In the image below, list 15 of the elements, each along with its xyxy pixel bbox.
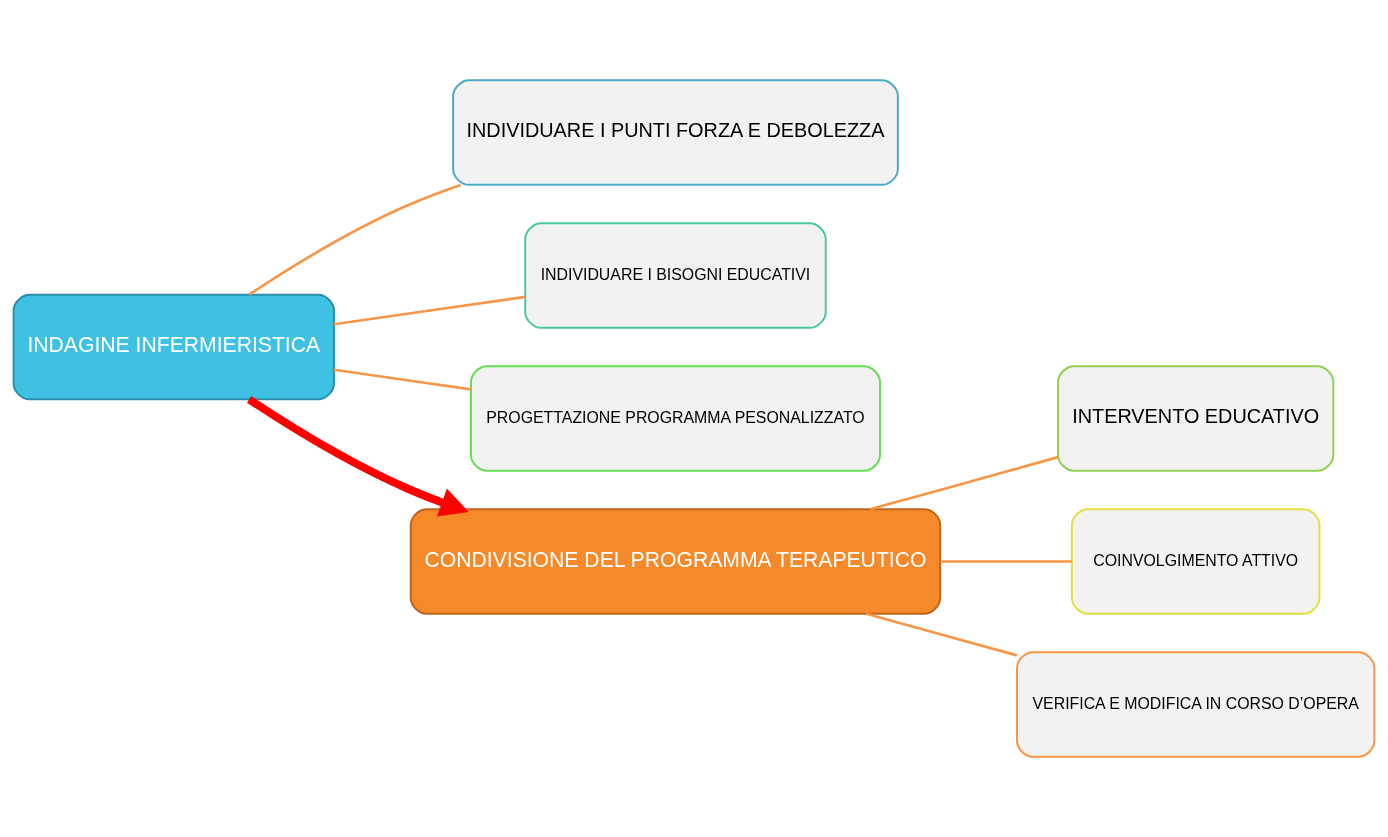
connector [333,295,526,326]
connector [865,612,1018,657]
node-box: PROGETTAZIONE PROGRAMMA PESONALIZZATO [469,365,881,472]
node-box: INDAGINE INFERMIERISTICA [12,293,335,401]
connector [940,560,1072,563]
node-box: INDIVIDUARE I BISOGNI EDUCATIVI [524,222,827,329]
connector [248,183,462,296]
node-box: VERIFICA E MODIFICA IN CORSO D’OPERA [1016,651,1376,758]
node-box: COINVOLGIMENTO ATTIVO [1070,508,1321,615]
arrow [246,396,469,517]
connector [870,455,1059,511]
node-box: CONDIVISIONE DEL PROGRAMMA TERAPEUTICO [409,508,942,615]
connector [333,368,472,391]
node-box: INDIVIDUARE I PUNTI FORZA E DEBOLEZZA [452,79,899,186]
node-box: INTERVENTO EDUCATIVO [1057,365,1335,472]
